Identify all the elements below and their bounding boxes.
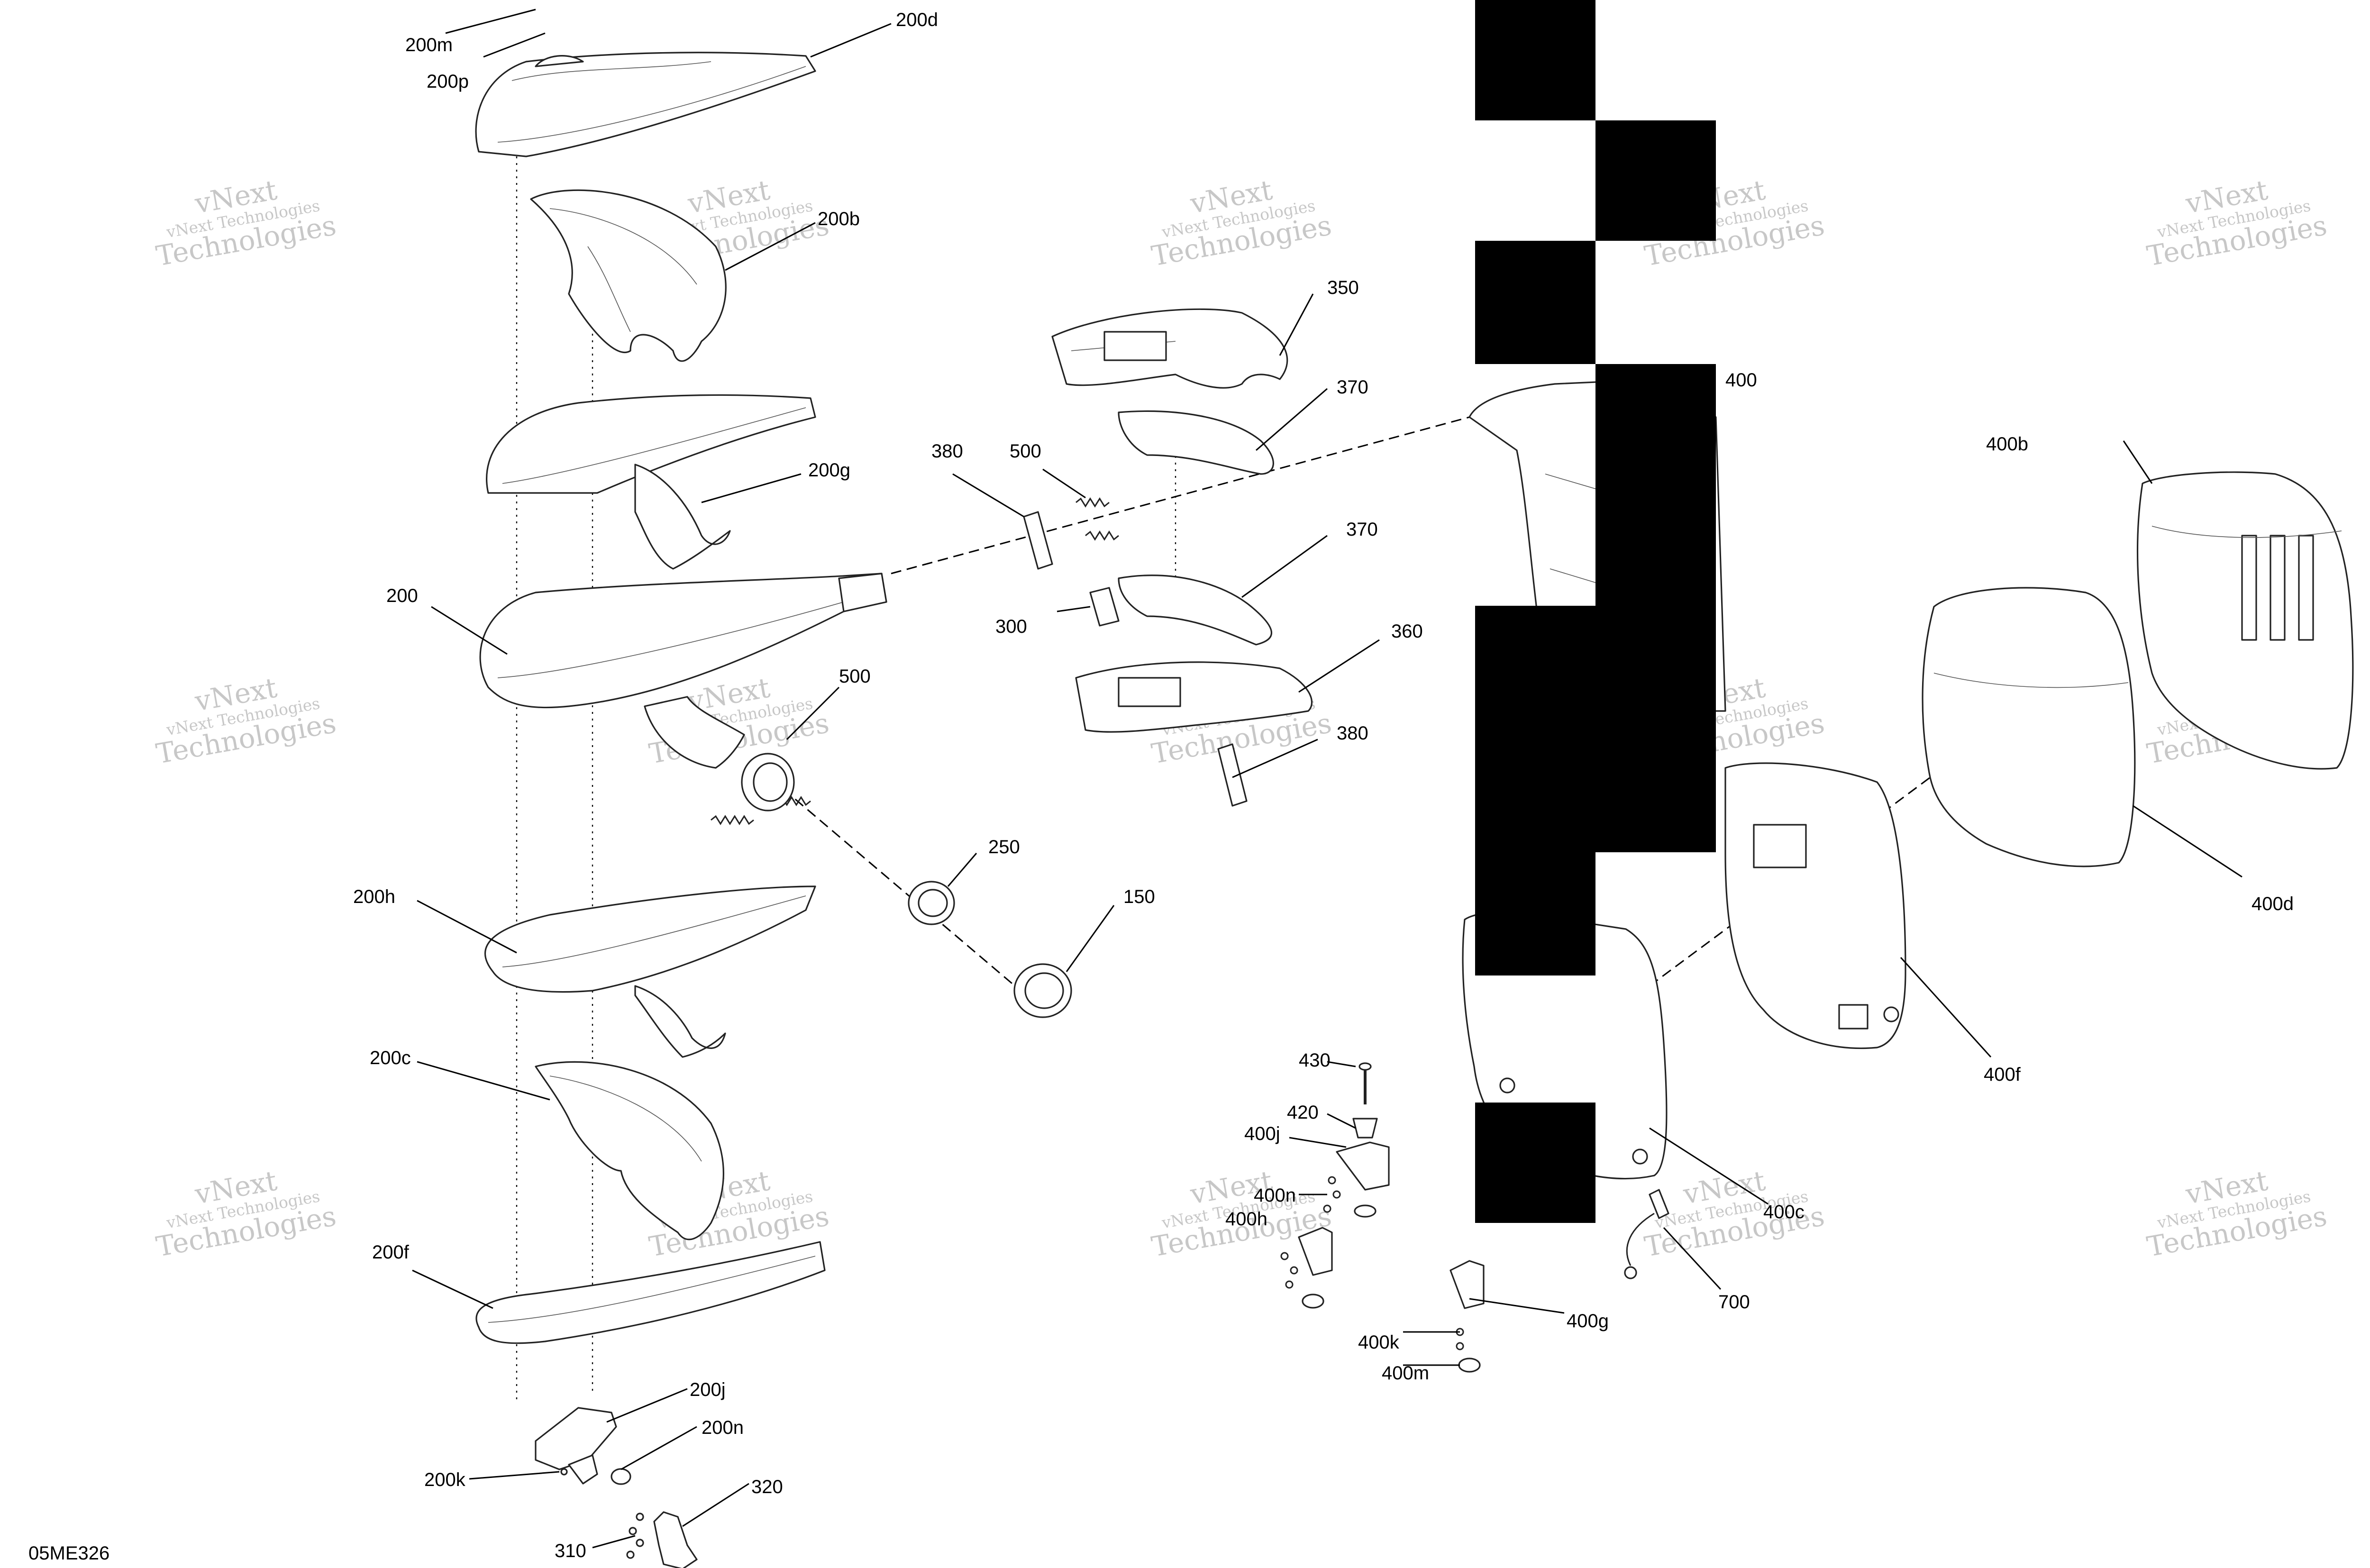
callout-350: 350 [1327,277,1359,298]
callout-500-upper: 500 [1010,441,1041,462]
callout-200g: 200g [808,460,850,481]
pipe-shield-370-upper [1118,410,1274,475]
redaction-blocks [1475,0,1716,1223]
watermark: vNext vNext Technologies Technologies [2144,1165,2329,1263]
muffler-200 [479,573,887,769]
pipe-shield-360 [1075,661,1313,733]
grommet-200n [611,1468,631,1485]
sensor-700 [1624,1189,1669,1279]
springs-500-upper [1076,497,1119,541]
seal-250 [908,881,955,925]
callout-400n: 400n [1254,1185,1296,1206]
callout-400g: 400g [1567,1311,1609,1331]
cover-400f [1724,762,1906,1049]
callout-150: 150 [1123,886,1155,907]
screws-310 [626,1513,644,1559]
callout-400k: 400k [1358,1332,1400,1353]
watermark: vNext vNext Technologies Technologies [1149,174,1334,273]
cover-400d [1922,587,2136,867]
clip-380-upper [1023,511,1053,570]
callout-200f: 200f [372,1242,410,1263]
drawing-id: 05ME326 [28,1543,109,1564]
callout-200k: 200k [424,1469,466,1490]
callout-320: 320 [751,1477,783,1497]
callout-310: 310 [555,1541,586,1561]
clip-380-lower [1217,743,1248,807]
callout-200c: 200c [370,1048,411,1068]
spring-500-lower [711,753,811,825]
callout-300: 300 [995,616,1027,637]
heat-shield-200b [530,189,727,362]
callout-360: 360 [1391,621,1423,642]
callout-400c: 400c [1763,1202,1805,1222]
callout-370-upper: 370 [1337,377,1368,398]
bracket-320 [653,1511,698,1568]
callout-430: 430 [1299,1050,1331,1071]
callout-200b: 200b [818,209,860,229]
cover-400b [2137,471,2354,770]
callout-200m: 200m [405,35,453,55]
callout-200: 200 [386,585,418,606]
callout-400h: 400h [1225,1209,1267,1230]
callout-400: 400 [1725,370,1757,391]
callout-200d: 200d [896,9,938,30]
muffler-cover-200f [475,1241,826,1344]
watermark: vNext vNext Technologies Technologies [154,1165,338,1263]
watermark: vNext vNext Technologies Technologies [2144,174,2329,273]
watermark: vNext vNext Technologies Technologies [154,672,338,770]
muffler-cover-200h [484,885,816,1058]
watermark: vNext vNext Technologies Technologies [154,174,338,273]
clip-300 [1089,587,1120,627]
callout-400f: 400f [1984,1064,2021,1085]
callout-420: 420 [1287,1102,1319,1123]
heat-shield-200c [535,1061,724,1240]
callout-200n: 200n [702,1417,744,1438]
callout-200p: 200p [427,71,469,92]
callout-400m: 400m [1382,1363,1429,1384]
callout-250: 250 [988,837,1020,857]
callout-labels: 200m 200p 200d 200b 200g 200 500 200h 20… [353,9,2294,1561]
screw-200k [560,1468,568,1476]
callout-500-lower: 500 [839,666,871,687]
pipe-shield-350 [1051,308,1288,389]
callout-200j: 200j [690,1379,726,1400]
leader-lines [412,9,2242,1549]
callout-380-upper: 380 [931,441,963,462]
callout-370-lower: 370 [1346,519,1378,540]
muffler-cover-top-200d [475,52,816,157]
callout-380-lower: 380 [1337,723,1368,744]
pipe-shield-370-lower [1118,574,1273,646]
callout-400d: 400d [2252,893,2294,914]
callout-700: 700 [1718,1292,1750,1313]
muffler-cover-200g [486,394,816,570]
callout-200h: 200h [353,886,395,907]
callout-400b: 400b [1986,434,2028,455]
mount-hardware [1280,1062,1485,1373]
callout-400j: 400j [1244,1123,1280,1144]
bracket-200j [535,1407,617,1485]
ring-150 [1013,963,1072,1018]
